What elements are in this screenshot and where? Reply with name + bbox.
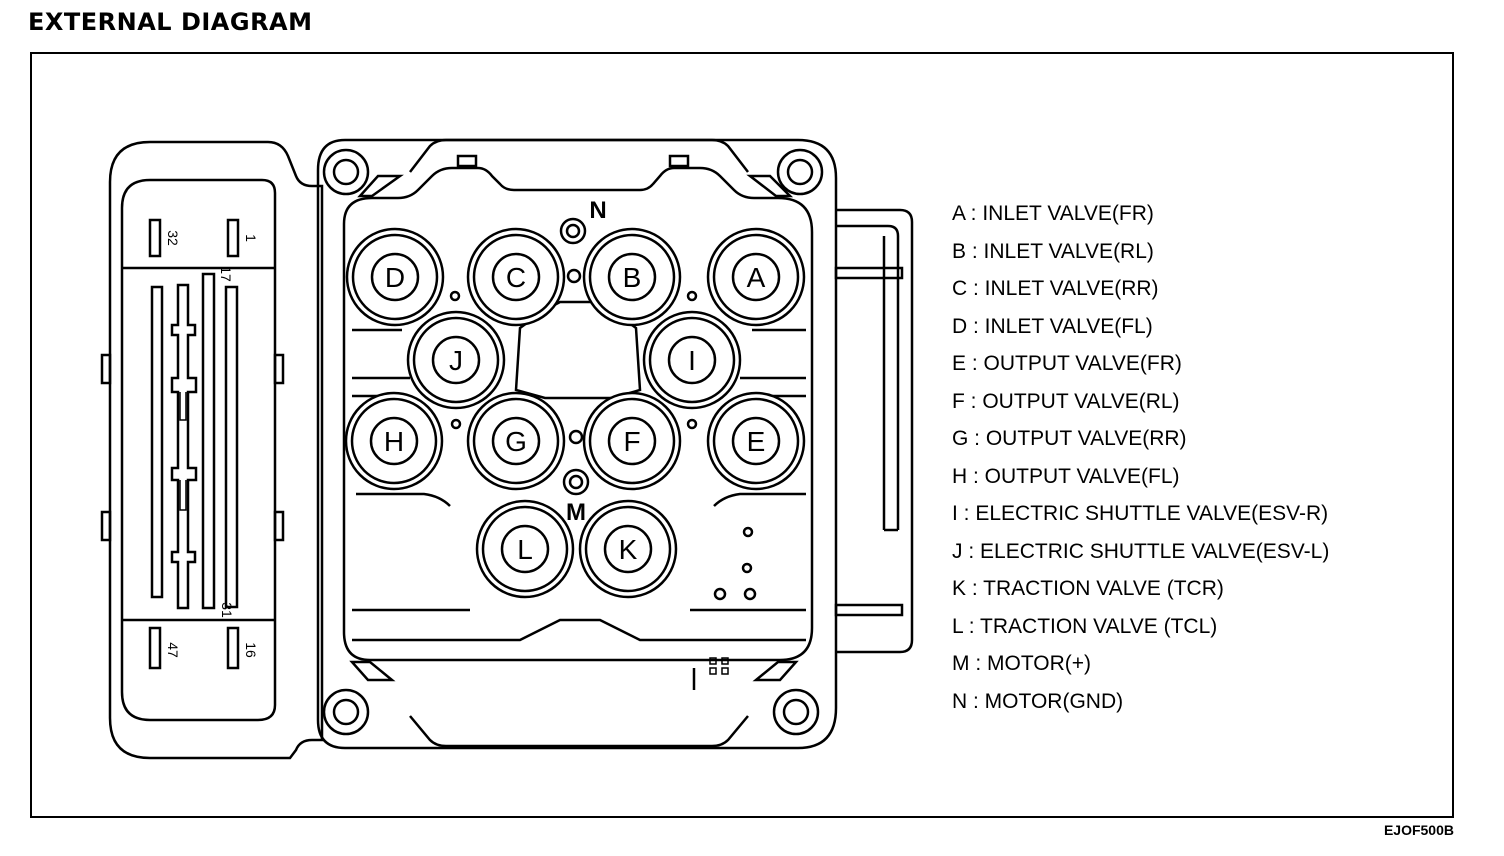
legend-item: L : TRACTION VALVE (TCL) xyxy=(952,614,1218,638)
electrical-connector xyxy=(100,140,324,760)
pin-label-17: 17 xyxy=(218,266,234,282)
figure-code: EJOF500B xyxy=(1383,822,1454,838)
valve-legend: A : INLET VALVE(FR) B : INLET VALVE(RL) … xyxy=(952,200,1329,725)
legend-item: E : OUTPUT VALVE(FR) xyxy=(952,352,1182,375)
valve-label-d: D xyxy=(385,262,405,293)
valve-label-a: A xyxy=(747,262,766,293)
legend-item: H : OUTPUT VALVE(FL) xyxy=(952,464,1180,488)
pin-label-31: 31 xyxy=(219,602,235,618)
pin-label-32: 32 xyxy=(165,230,181,246)
motor-terminal-m-label: M xyxy=(566,499,586,526)
legend-item: I : ELECTRIC SHUTTLE VALVE(ESV-R) xyxy=(952,502,1329,525)
valve-f: F xyxy=(582,391,682,491)
legend-item: G : OUTPUT VALVE(RR) xyxy=(952,427,1187,450)
valve-a: A xyxy=(706,227,806,327)
legend-item: A : INLET VALVE(FR) xyxy=(952,202,1154,225)
valve-j: J xyxy=(406,310,506,410)
valve-label-l: L xyxy=(517,534,533,565)
side-bracket xyxy=(834,208,914,654)
pin-label-16: 16 xyxy=(243,642,259,658)
legend-item: K : TRACTION VALVE (TCR) xyxy=(952,577,1224,600)
diagram-frame xyxy=(30,52,1454,818)
valve-label-f: F xyxy=(623,426,640,457)
legend-item: M : MOTOR(+) xyxy=(952,652,1092,675)
valve-label-b: B xyxy=(623,262,642,293)
valve-c: C xyxy=(466,227,566,327)
diagram-title: EXTERNAL DIAGRAM xyxy=(28,8,313,36)
valve-g: G xyxy=(466,391,566,491)
pin-label-47: 47 xyxy=(165,642,181,658)
motor-terminal-n-label: N xyxy=(589,197,606,224)
legend-item: B : INLET VALVE(RL) xyxy=(952,239,1154,263)
legend-item: D : INLET VALVE(FL) xyxy=(952,314,1153,338)
valve-label-h: H xyxy=(384,426,404,457)
valve-e: E xyxy=(706,391,806,491)
valve-label-i: I xyxy=(688,345,696,376)
legend-item: C : INLET VALVE(RR) xyxy=(952,277,1159,300)
legend-item: N : MOTOR(GND) xyxy=(952,689,1124,713)
valve-l: L xyxy=(475,499,575,599)
valve-k: K xyxy=(578,499,678,599)
pin-label-1: 1 xyxy=(243,234,259,242)
valve-b: B xyxy=(582,227,682,327)
valve-i: I xyxy=(642,310,742,410)
valve-label-e: E xyxy=(747,426,766,457)
valve-h: H xyxy=(344,391,444,491)
valve-label-g: G xyxy=(505,426,527,457)
legend-item: F : OUTPUT VALVE(RL) xyxy=(952,389,1180,413)
valve-label-c: C xyxy=(506,262,526,293)
valve-label-k: K xyxy=(619,534,638,565)
valve-d: D xyxy=(345,227,445,327)
legend-item: J : ELECTRIC SHUTTLE VALVE(ESV-L) xyxy=(952,539,1330,563)
valve-label-j: J xyxy=(449,345,463,376)
